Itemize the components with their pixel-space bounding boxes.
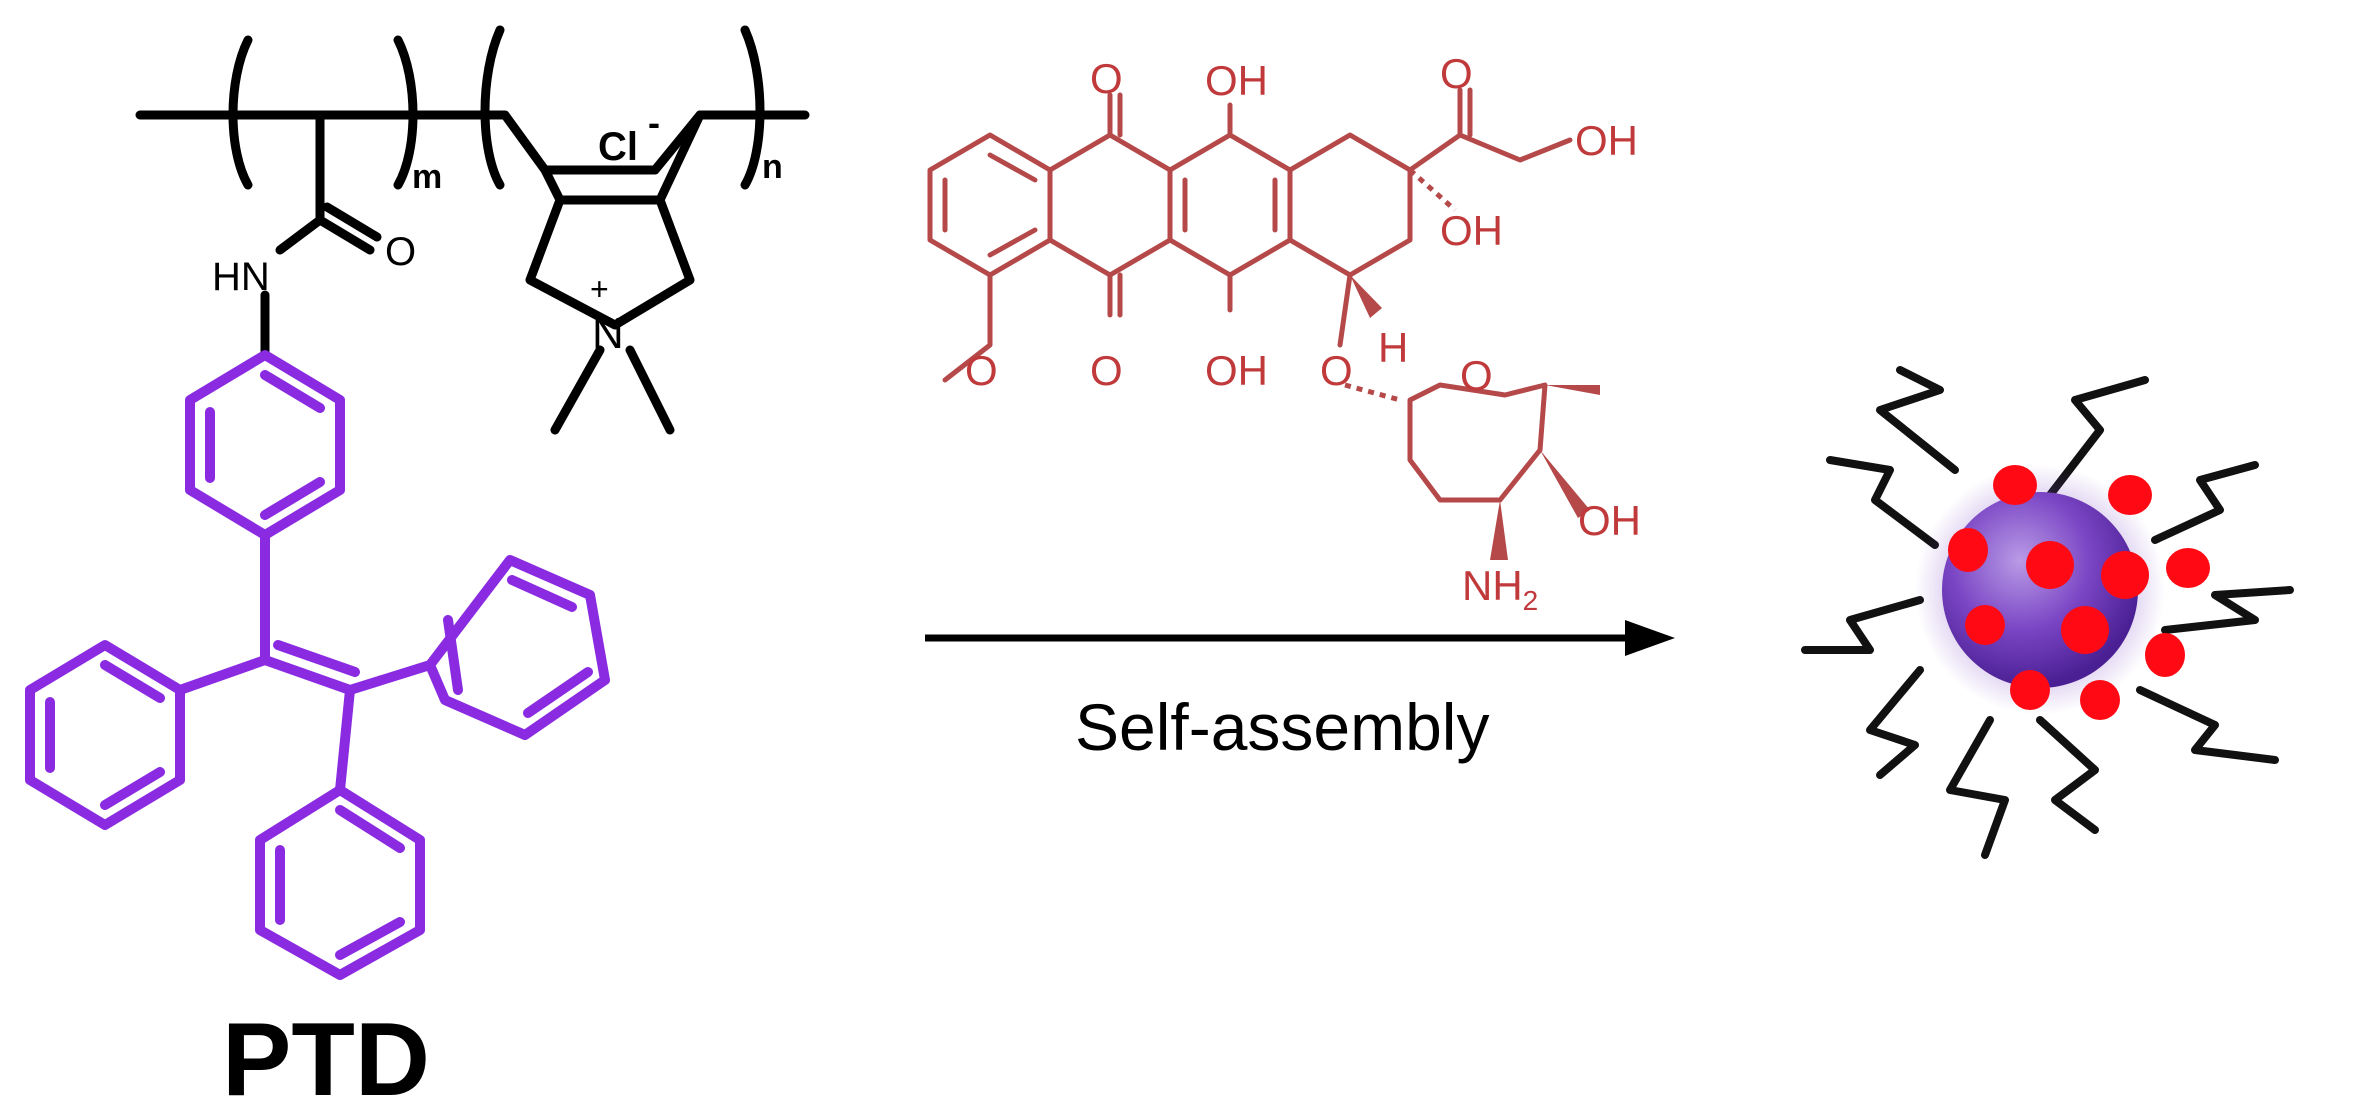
bracket-n-left	[480, 25, 505, 190]
doxorubicin-structure: O OH O OH OH O OH O H O O OH NH2	[927, 50, 1641, 616]
drug-oh-sugar: OH	[1578, 497, 1641, 544]
arrow-label: Self-assembly	[1075, 690, 1489, 764]
amide-o-label: O	[385, 230, 416, 274]
drug-o-methoxy: O	[965, 347, 998, 394]
drug-o-ketone: O	[1440, 50, 1473, 97]
drug-o-glyco: O	[1320, 347, 1353, 394]
ptd-polymer-structure: Cl - m n O HN N + PTD	[25, 25, 810, 1113]
drug-nh2-label: NH2	[1462, 562, 1538, 616]
drug-oh-side: OH	[1575, 117, 1638, 164]
ammonium-charge: +	[590, 271, 609, 307]
drug-o-top: O	[1090, 55, 1123, 102]
counterion-charge: -	[648, 102, 660, 143]
tetraphenylethylene-group	[25, 350, 610, 980]
amide-n-label: HN	[212, 255, 270, 299]
counterion-label: Cl	[598, 125, 638, 169]
bracket-m-right	[393, 35, 418, 190]
drug-o-sugar: O	[1460, 352, 1493, 399]
drug-h-label: H	[1378, 324, 1408, 371]
drug-oh-ring: OH	[1440, 207, 1503, 254]
repeat-m-label: m	[412, 158, 442, 196]
bracket-m-left	[228, 35, 253, 190]
drug-o-bottom: O	[1090, 347, 1123, 394]
drug-oh-top: OH	[1205, 57, 1268, 104]
repeat-n-label: n	[762, 148, 783, 186]
drug-loaded-nanoparticle	[1801, 366, 2294, 859]
polymer-name: PTD	[222, 1002, 430, 1113]
ammonium-n-label: N	[592, 309, 624, 358]
reaction-arrow: Self-assembly	[925, 620, 1675, 764]
drug-oh-bottom: OH	[1205, 347, 1268, 394]
bracket-n-right	[740, 25, 765, 190]
